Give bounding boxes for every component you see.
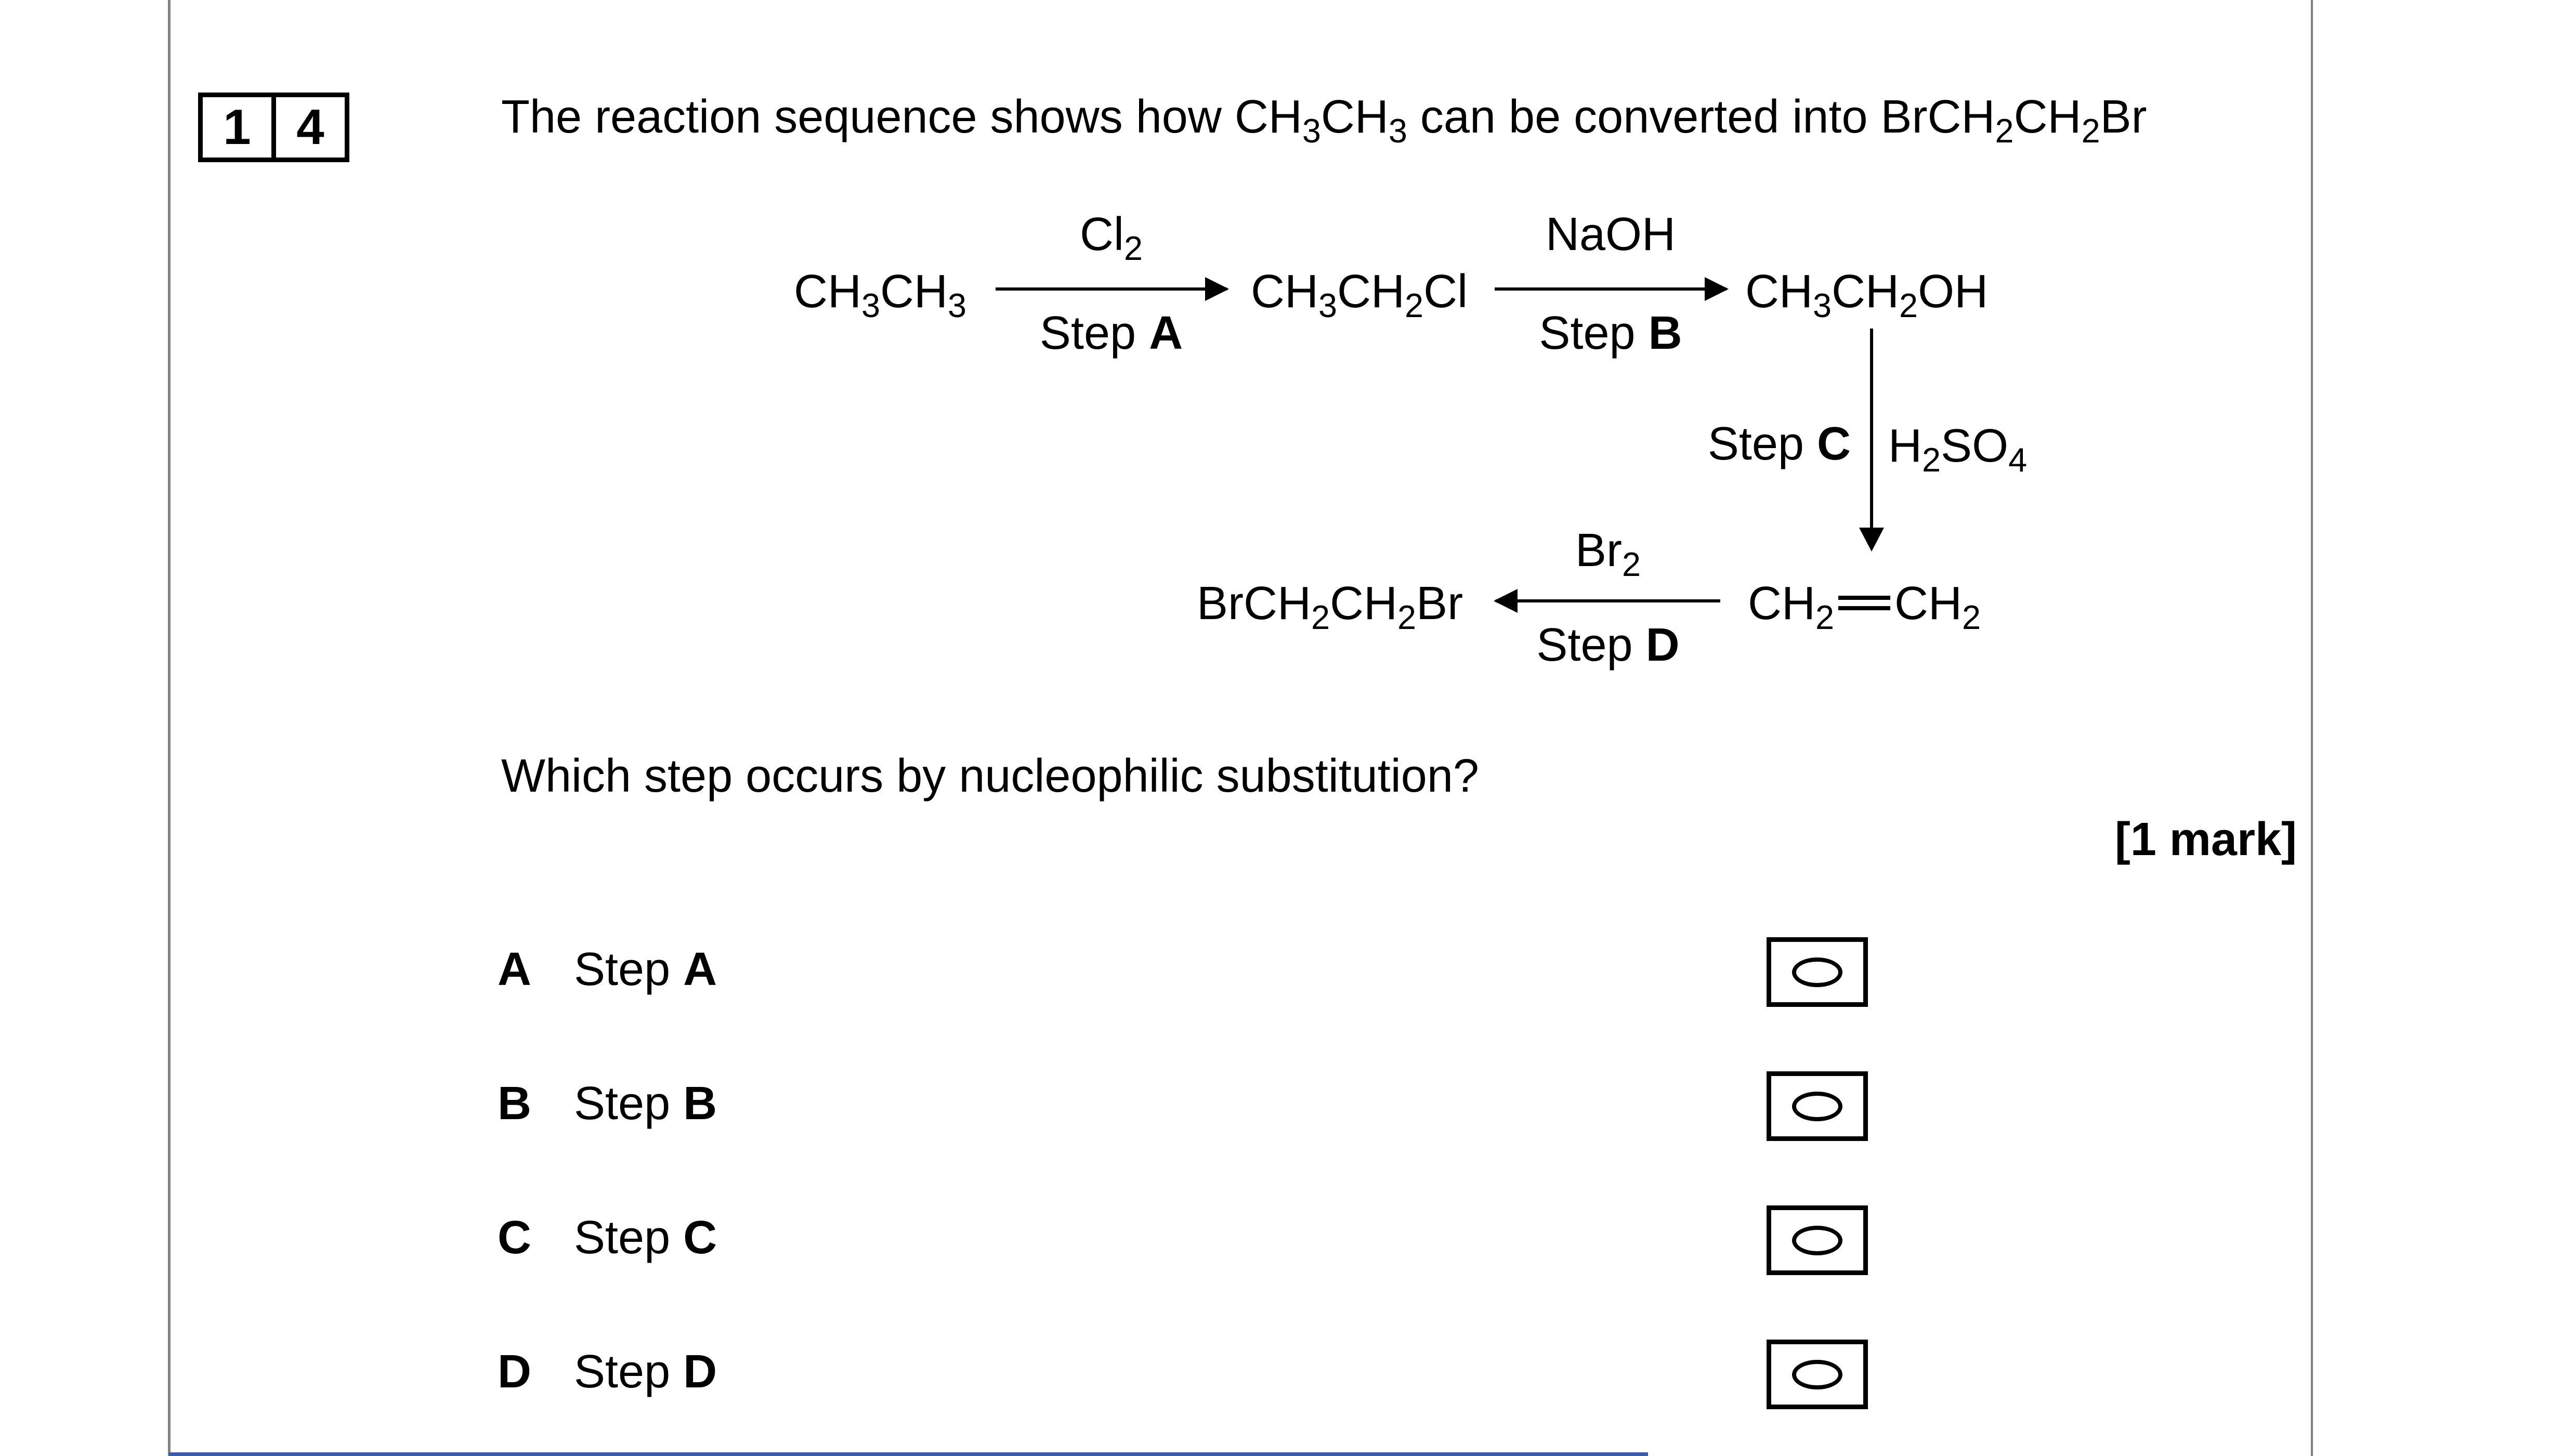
answer-box-a[interactable] — [1767, 937, 1868, 1007]
label-step-b-prefix: Step — [1539, 307, 1649, 359]
option-c-label: Step C — [574, 1210, 717, 1265]
option-c-letter: C — [498, 1212, 531, 1264]
right-margin-rule — [2311, 0, 2313, 1456]
formula-ethanol: CH3CH2OH — [1745, 266, 1989, 324]
option-a-label-prefix: Step — [574, 943, 684, 995]
label-step-a: Step A — [996, 308, 1227, 359]
reagent-step-d: Br2 — [1575, 524, 1641, 583]
label-step-a-prefix: Step — [1039, 307, 1149, 359]
answer-box-b[interactable] — [1767, 1071, 1868, 1141]
label-step-c-letter: C — [1817, 418, 1851, 470]
arrow-right-step-b-icon — [1495, 287, 1727, 291]
option-b-label: Step B — [574, 1076, 717, 1131]
answer-oval-a-icon — [1792, 957, 1842, 987]
option-c-label-step: C — [683, 1212, 717, 1264]
label-step-d-letter: D — [1645, 619, 1680, 671]
formula-ethene-left: CH2 — [1748, 578, 1835, 636]
answer-box-d[interactable] — [1767, 1340, 1868, 1409]
answer-box-c[interactable] — [1767, 1205, 1868, 1275]
option-d-label-step: D — [683, 1346, 717, 1398]
option-a-letter: A — [498, 943, 531, 995]
question-number-box: 1 4 — [198, 93, 349, 162]
option-d-label: Step D — [574, 1344, 717, 1399]
question-number-digit-1: 1 — [203, 97, 276, 158]
label-step-d-prefix: Step — [1536, 619, 1646, 671]
formula-dibromoethane: BrCH2CH2Br — [1197, 578, 1463, 636]
option-b-label-step: B — [683, 1078, 717, 1130]
double-bond-icon — [1838, 596, 1891, 611]
left-margin-rule — [168, 0, 171, 1456]
reagent-step-a: Cl2 — [1079, 208, 1143, 267]
option-a-label-step: A — [683, 943, 717, 995]
option-d-label-prefix: Step — [574, 1346, 684, 1398]
reagent-step-b: NaOH — [1545, 208, 1676, 260]
formula-ethane: CH3CH3 — [794, 266, 967, 324]
label-step-d: Step D — [1496, 620, 1720, 671]
label-step-b: Step B — [1495, 308, 1727, 359]
answer-oval-d-icon — [1792, 1359, 1842, 1389]
label-step-c: Step C — [1591, 418, 1851, 470]
formula-ethene-right: CH2 — [1894, 578, 1981, 636]
label-step-a-letter: A — [1149, 307, 1183, 359]
question-title: The reaction sequence shows how CH3CH3 c… — [501, 91, 2147, 150]
question-number-digit-2: 4 — [296, 99, 324, 155]
formula-chloroethane: CH3CH2Cl — [1251, 266, 1468, 324]
reagent-step-c: H2SO4 — [1888, 420, 2028, 479]
bottom-accent-line — [169, 1452, 1648, 1456]
question-prompt: Which step occurs by nucleophilic substi… — [501, 750, 1479, 802]
arrow-left-step-d-icon — [1496, 599, 1720, 602]
formula-ethene: CH2 CH2 — [1748, 576, 1981, 636]
option-b-letter: B — [498, 1078, 531, 1130]
option-a-label: Step A — [574, 942, 717, 997]
arrow-right-step-a-icon — [996, 287, 1227, 291]
label-step-b-letter: B — [1648, 307, 1682, 359]
label-step-c-prefix: Step — [1707, 418, 1817, 470]
answer-oval-c-icon — [1792, 1225, 1842, 1255]
option-c-label-prefix: Step — [574, 1212, 684, 1264]
option-b-label-prefix: Step — [574, 1078, 684, 1130]
answer-oval-b-icon — [1792, 1091, 1842, 1121]
marks-label: [1 mark] — [2114, 814, 2297, 865]
option-d-letter: D — [498, 1346, 531, 1398]
arrow-down-step-c-icon — [1870, 329, 1873, 529]
